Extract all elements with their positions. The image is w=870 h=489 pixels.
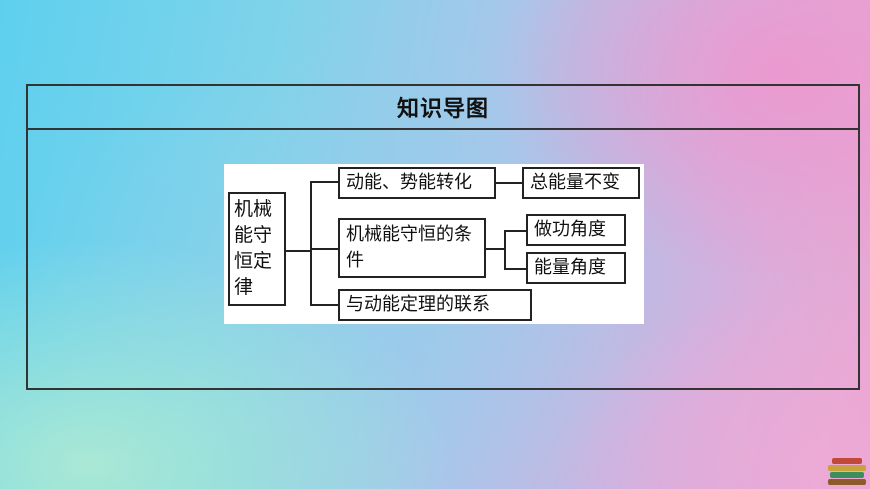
connector-branch2-child2	[504, 268, 526, 270]
books-stack-icon	[824, 449, 870, 489]
connector-trunk	[310, 181, 312, 305]
branch-node-conservation-condition: 机械能守恒的条件	[338, 218, 486, 278]
connector-branch2-stub	[486, 248, 504, 250]
connector-branch2-split	[504, 230, 506, 270]
branch-node-kinetic-theorem: 与动能定理的联系	[338, 289, 532, 321]
frame-header: 知识导图	[28, 86, 858, 130]
leaf-node-energy-perspective: 能量角度	[526, 252, 626, 284]
leaf-node-work-perspective: 做功角度	[526, 214, 626, 246]
mind-map-diagram: 机械能守恒定律 动能、势能转化 总能量不变 机械能守恒的条件 做功角度 能量角度…	[224, 164, 644, 324]
page-title: 知识导图	[397, 91, 489, 123]
connector-branch1-child	[496, 182, 522, 184]
leaf-node-total-energy: 总能量不变	[522, 167, 640, 199]
root-node: 机械能守恒定律	[228, 192, 286, 306]
connector-branch3	[310, 304, 338, 306]
connector-root	[286, 250, 310, 252]
branch-node-energy-conversion: 动能、势能转化	[338, 167, 496, 199]
connector-branch2	[310, 248, 338, 250]
connector-branch1	[310, 181, 338, 183]
connector-branch2-child1	[504, 230, 526, 232]
